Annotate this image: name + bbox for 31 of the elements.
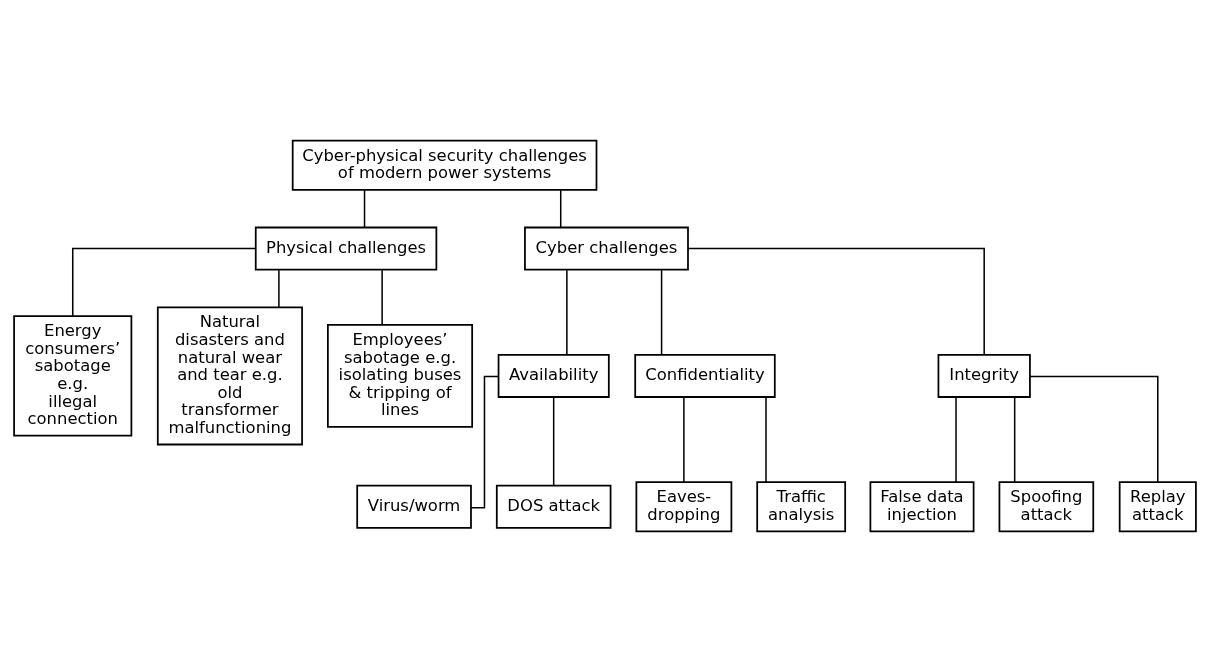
node-box: Availability — [497, 353, 610, 398]
node-box: Cyber challenges — [524, 226, 689, 271]
connector — [687, 247, 985, 356]
node-box: Natural disasters and natural wear and tear e.g. old transformer malfunctioning — [156, 306, 303, 446]
node-box: Energy consumers’ sabotage e.g. illegal connection — [13, 315, 133, 437]
connector — [278, 269, 280, 308]
connector — [71, 247, 257, 317]
connector — [955, 396, 957, 483]
connector — [1029, 375, 1159, 483]
node-box: Cyber-physical security challenges of modern power systems — [291, 139, 598, 191]
node-box: Replay attack — [1118, 481, 1197, 533]
node-box: Traffic analysis — [756, 481, 847, 533]
connector — [559, 189, 562, 228]
node-box: Virus/worm — [356, 484, 472, 529]
node-box: Integrity — [937, 353, 1031, 398]
node-box: False data injection — [869, 481, 975, 533]
connector — [470, 375, 500, 509]
connector — [765, 396, 767, 483]
node-box: Eaves- dropping — [635, 481, 733, 533]
connector — [1013, 396, 1016, 483]
connector — [381, 269, 383, 326]
node-box: Confidentiality — [634, 353, 776, 398]
connector — [363, 189, 366, 228]
connector — [552, 396, 555, 487]
node-box: DOS attack — [495, 484, 612, 529]
connector — [566, 269, 568, 356]
connector — [683, 396, 685, 483]
connector — [660, 269, 663, 356]
node-box: Employees’ sabotage e.g. isolating buses & tripping of lines — [327, 324, 474, 428]
node-box: Physical challenges — [254, 226, 438, 271]
node-box: Spoofing attack — [998, 481, 1095, 533]
